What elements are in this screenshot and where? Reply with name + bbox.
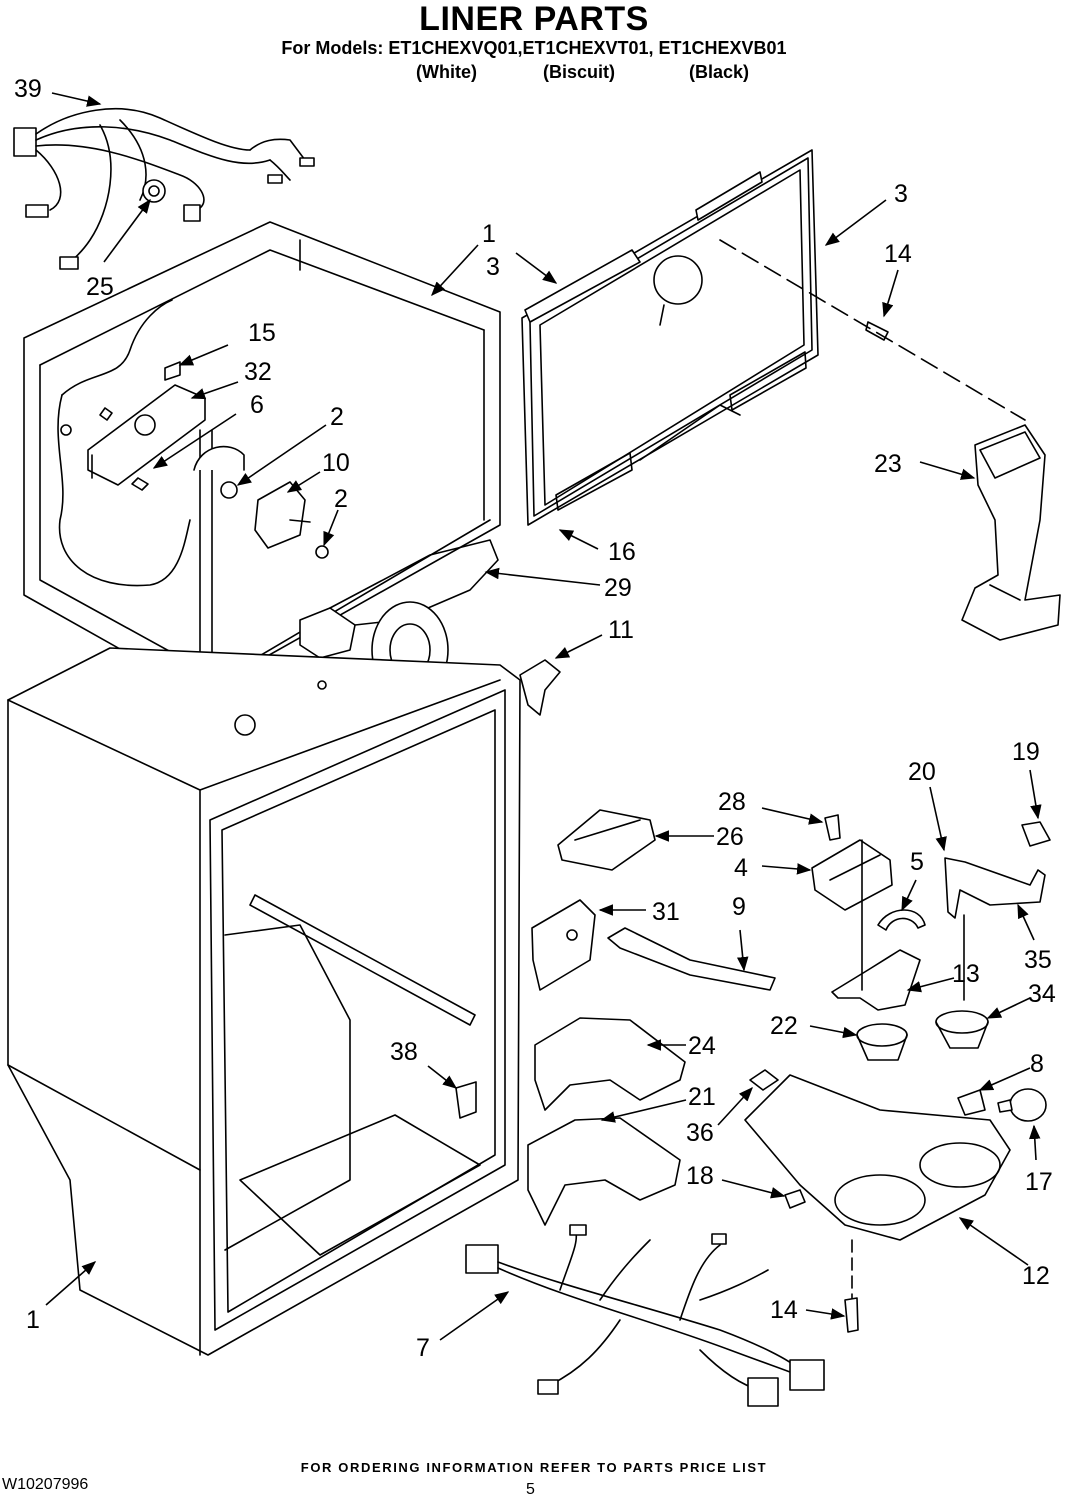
callout-28: 28 bbox=[718, 788, 746, 816]
callout-3: 3 bbox=[894, 180, 908, 208]
callout-18: 18 bbox=[686, 1162, 714, 1190]
callout-2: 2 bbox=[334, 485, 348, 513]
document-number: W10207996 bbox=[2, 1476, 89, 1493]
callout-5: 5 bbox=[910, 848, 924, 876]
page-title: LINER PARTS bbox=[419, 0, 649, 38]
callout-6: 6 bbox=[250, 391, 264, 419]
ordering-note: FOR ORDERING INFORMATION REFER TO PARTS … bbox=[300, 1460, 768, 1475]
callout-12: 12 bbox=[1022, 1262, 1050, 1290]
callout-26: 26 bbox=[716, 823, 744, 851]
page-number: 5 bbox=[526, 1481, 535, 1498]
model-list: For Models: ET1CHEXVQ01,ET1CHEXVT01, ET1… bbox=[281, 38, 787, 58]
fresh-food-liner bbox=[7, 647, 521, 1356]
callout-1: 1 bbox=[26, 1306, 40, 1334]
callout-22: 22 bbox=[770, 1012, 798, 1040]
callout-29: 29 bbox=[604, 574, 632, 602]
callout-19: 19 bbox=[1012, 738, 1040, 766]
callout-7: 7 bbox=[416, 1334, 430, 1362]
callout-36: 36 bbox=[686, 1119, 714, 1147]
callout-14: 14 bbox=[770, 1296, 798, 1324]
freezer-liner bbox=[23, 221, 501, 695]
callout-34: 34 bbox=[1028, 980, 1056, 1008]
upper-wire-harness bbox=[13, 108, 315, 270]
callout-17: 17 bbox=[1025, 1168, 1053, 1196]
damper-control bbox=[193, 445, 329, 559]
callout-31: 31 bbox=[652, 898, 680, 926]
callout-32: 32 bbox=[244, 358, 272, 386]
callout-1: 1 bbox=[482, 220, 496, 248]
callout-20: 20 bbox=[908, 758, 936, 786]
callout-4: 4 bbox=[734, 854, 748, 882]
air-duct bbox=[961, 424, 1061, 641]
callout-24: 24 bbox=[688, 1032, 716, 1060]
callout-25: 25 bbox=[86, 273, 114, 301]
callout-3: 3 bbox=[486, 253, 500, 281]
callout-35: 35 bbox=[1024, 946, 1052, 974]
lower-wire-harness bbox=[465, 1224, 825, 1407]
callout-21: 21 bbox=[688, 1083, 716, 1111]
callout-14: 14 bbox=[884, 240, 912, 268]
callout-9: 9 bbox=[732, 893, 746, 921]
color-white: (White) bbox=[416, 62, 477, 82]
callout-38: 38 bbox=[390, 1038, 418, 1066]
control-housing bbox=[87, 361, 206, 491]
callout-13: 13 bbox=[952, 960, 980, 988]
rear-liner-panel bbox=[521, 149, 819, 526]
callout-11: 11 bbox=[608, 616, 634, 644]
callout-39: 39 bbox=[14, 75, 42, 103]
callout-8: 8 bbox=[1030, 1050, 1044, 1078]
callout-2: 2 bbox=[330, 403, 344, 431]
callout-23: 23 bbox=[874, 450, 902, 478]
callout-16: 16 bbox=[608, 538, 636, 566]
callout-15: 15 bbox=[248, 319, 276, 347]
color-biscuit: (Biscuit) bbox=[543, 62, 615, 82]
callout-10: 10 bbox=[322, 449, 350, 477]
color-black: (Black) bbox=[689, 62, 750, 82]
